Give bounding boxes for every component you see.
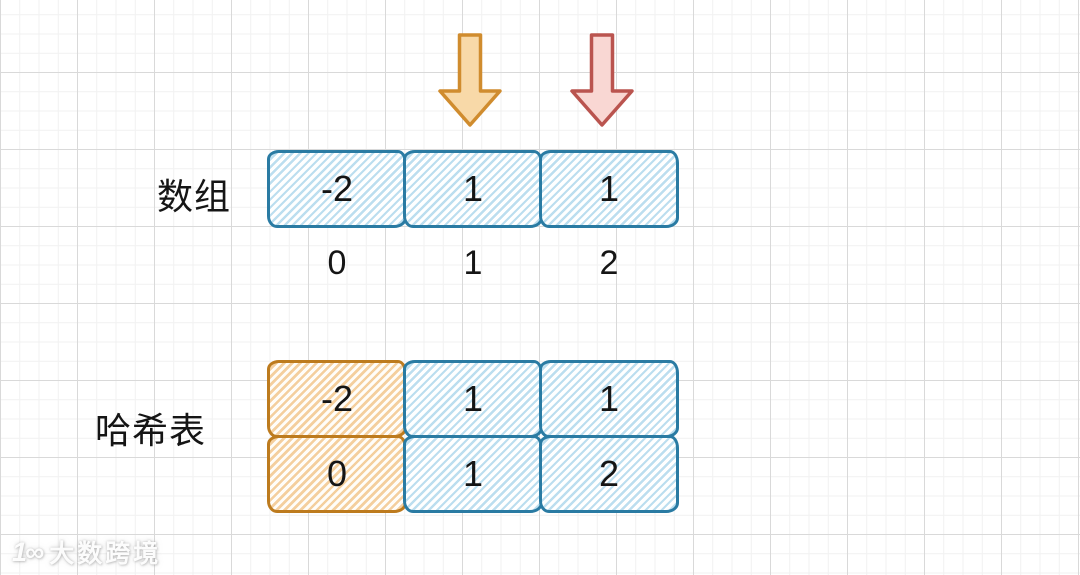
hash-value-2-value: 2	[598, 453, 620, 494]
pink-down-arrow-icon	[570, 33, 634, 127]
array-index-row: 0 1 2	[267, 244, 679, 283]
hash-value-cell-1: 1	[403, 435, 543, 513]
hash-key-1-value: 1	[462, 378, 484, 419]
watermark-logo-icon: 1∞	[12, 536, 44, 567]
hash-key-cell-1: 1	[403, 360, 543, 438]
array-cell-2: 1	[539, 150, 679, 228]
array-cell-0: -2	[267, 150, 407, 228]
hash-value-0-value: 0	[326, 453, 348, 494]
array-index-2: 2	[599, 244, 619, 282]
orange-down-arrow-icon	[438, 33, 502, 127]
array-cell-2-value: 1	[598, 168, 620, 209]
array-index-1: 1	[463, 244, 483, 282]
array-cell-1-value: 1	[462, 168, 484, 209]
hash-table-row-values: 0 1 2	[267, 435, 679, 513]
hash-key-0-value: -2	[320, 378, 353, 419]
array-row: -2 1 1	[267, 150, 679, 228]
hash-key-2-value: 1	[598, 378, 620, 419]
hash-key-cell-0: -2	[267, 360, 407, 438]
hash-value-cell-2: 2	[539, 435, 679, 513]
watermark-text: 大数跨境	[49, 540, 162, 568]
hash-value-cell-0: 0	[267, 435, 407, 513]
hash-table-row-keys: -2 1 1	[267, 360, 679, 438]
array-cell-0-value: -2	[320, 168, 353, 209]
array-section-label: 数组	[157, 176, 232, 217]
array-index-0: 0	[327, 244, 347, 282]
hash-value-1-value: 1	[462, 453, 484, 494]
watermark: 1∞ 大数跨境	[12, 534, 161, 570]
hash-section-label: 哈希表	[95, 410, 207, 451]
array-cell-1: 1	[403, 150, 543, 228]
hash-key-cell-2: 1	[539, 360, 679, 438]
